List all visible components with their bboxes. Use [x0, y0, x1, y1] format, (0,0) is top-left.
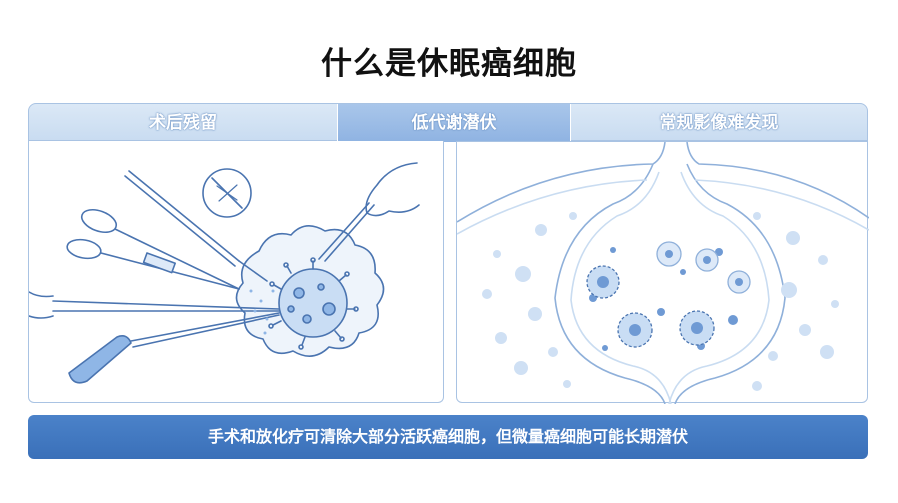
header-divider	[337, 104, 338, 142]
header-divider	[570, 104, 571, 142]
header-bar: 术后残留 低代谢潜伏 常规影像难发现	[28, 103, 868, 142]
tissue-panel	[456, 141, 869, 404]
surgery-panel	[28, 141, 444, 403]
header-dormant: 低代谢潜伏	[338, 104, 570, 142]
tissue-illustration	[457, 142, 869, 404]
cancer-cell-icon	[268, 257, 359, 350]
scalpel-icon	[124, 170, 268, 282]
no-entry-icon	[202, 168, 252, 218]
hand-icon	[318, 162, 420, 262]
needle-icon	[29, 291, 280, 319]
surgery-illustration	[29, 162, 420, 384]
scissors-icon	[66, 208, 240, 290]
header-residual: 术后残留	[149, 113, 217, 133]
summary-banner: 手术和放化疗可清除大部分活跃癌细胞，但微量癌细胞可能长期潜伏	[28, 415, 868, 459]
page-title: 什么是休眠癌细胞	[321, 46, 577, 82]
syringe-icon	[68, 312, 280, 384]
dormant-cell-icon	[586, 241, 751, 348]
header-undetectable: 常规影像难发现	[659, 113, 779, 133]
